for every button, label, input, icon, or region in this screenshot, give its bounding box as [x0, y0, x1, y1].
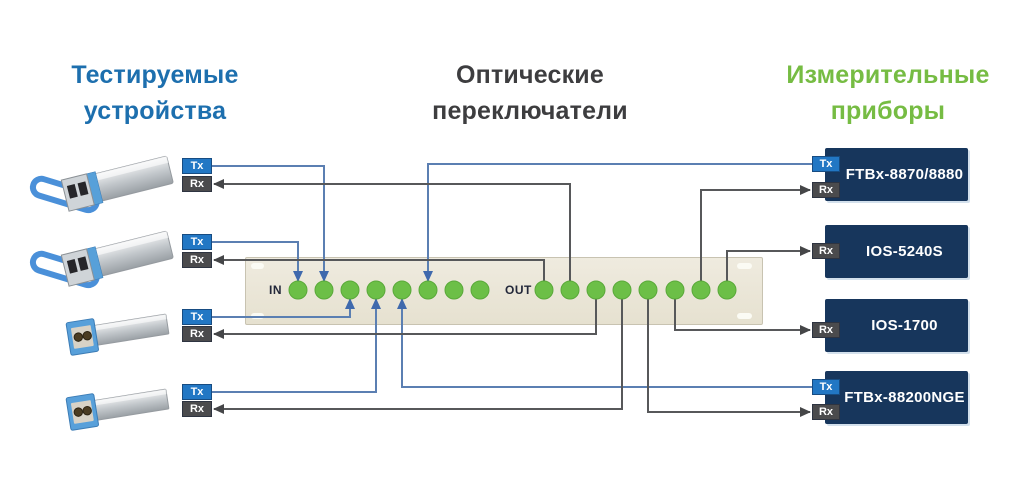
instrument1-tx-label: Tx — [812, 156, 840, 172]
instrument-ios-5240s: IOS-5240S — [825, 225, 968, 278]
instrument4-rx-label: Rx — [812, 404, 840, 420]
panel-in-label: IN — [269, 283, 282, 297]
panel-mount-slot — [251, 313, 264, 319]
dut-transceiver-1 — [29, 155, 174, 214]
title-line: Измерительные — [786, 61, 990, 89]
instrument3-rx-label: Rx — [812, 322, 840, 338]
device2-tx-label: Tx — [182, 234, 212, 250]
title-optical-switches: Оптические переключатели — [385, 57, 675, 129]
panel-out-label: OUT — [505, 283, 532, 297]
instrument-ftbx-88200nge: FTBx-88200NGE — [825, 371, 968, 424]
device4-rx-label: Rx — [182, 401, 212, 417]
device1-rx-label: Rx — [182, 176, 212, 192]
device2-rx-label: Rx — [182, 252, 212, 268]
dut-transceiver-2 — [29, 230, 174, 289]
instrument-ftbx-8870-8880: FTBx-8870/8880 — [825, 148, 968, 201]
title-line: переключатели — [432, 97, 628, 125]
device4-tx-label: Tx — [182, 384, 212, 400]
title-devices-under-test: Тестируемые устройства — [20, 57, 290, 129]
title-line: приборы — [830, 97, 946, 125]
panel-mount-slot — [737, 263, 752, 269]
instrument-ios-1700: IOS-1700 — [825, 299, 968, 352]
title-measurement-instruments: Измерительные приборы — [755, 57, 1021, 129]
instrument-name: IOS-5240S — [866, 243, 943, 260]
instrument-name: FTBx-88200NGE — [844, 389, 965, 406]
optical-switch-panel — [245, 257, 763, 325]
title-line: Тестируемые — [71, 61, 239, 89]
device3-rx-label: Rx — [182, 326, 212, 342]
instrument-name: FTBx-8870/8880 — [845, 166, 964, 183]
dut-transceiver-3 — [65, 313, 170, 356]
device1-tx-label: Tx — [182, 158, 212, 174]
instrument2-rx-label: Rx — [812, 243, 840, 259]
instrument1-rx-label: Rx — [812, 182, 840, 198]
panel-mount-slot — [251, 263, 264, 269]
dut-transceiver-4 — [65, 388, 170, 431]
device3-tx-label: Tx — [182, 309, 212, 325]
instrument4-tx-label: Tx — [812, 379, 840, 395]
title-line: устройства — [83, 97, 227, 125]
panel-mount-slot — [737, 313, 752, 319]
instrument-name: IOS-1700 — [871, 317, 938, 334]
title-line: Оптические — [456, 61, 604, 89]
